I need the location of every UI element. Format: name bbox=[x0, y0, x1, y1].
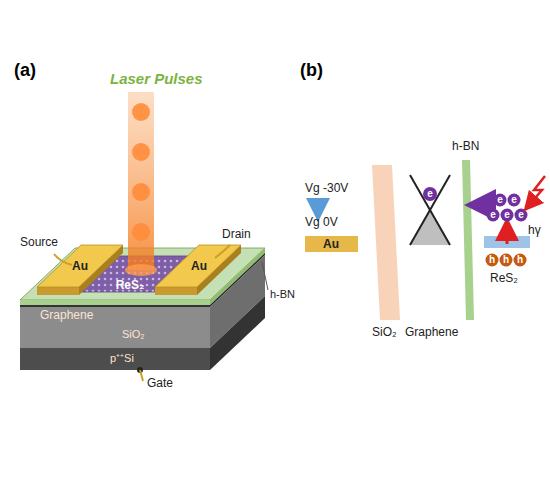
au-pad-front bbox=[37, 287, 79, 295]
laser-beam bbox=[128, 92, 154, 270]
source-wire bbox=[54, 254, 72, 265]
voltage-label: Vg -30V bbox=[305, 182, 348, 196]
carrier-label: e bbox=[511, 195, 517, 205]
carrier-label: e bbox=[497, 195, 503, 205]
laser-pulse bbox=[132, 143, 150, 161]
layer-label: SiO₂ bbox=[372, 326, 397, 340]
voltage-label: Vg 0V bbox=[305, 216, 338, 230]
electrode-label: Au bbox=[72, 260, 88, 272]
si-side bbox=[210, 296, 265, 370]
si-layer bbox=[20, 348, 210, 370]
terminal-label: Gate bbox=[147, 377, 173, 391]
terminal-label: Source bbox=[20, 236, 58, 250]
material-label: ReS₂ bbox=[490, 272, 518, 286]
gate-wire bbox=[140, 370, 143, 381]
laser-pulse bbox=[132, 183, 150, 201]
layer-label: h-BN bbox=[452, 140, 479, 154]
beam-label: Laser Pulses bbox=[110, 70, 203, 87]
sio2-layer bbox=[20, 307, 210, 348]
hole bbox=[486, 254, 499, 267]
graphene-filled-cone bbox=[410, 210, 450, 245]
carrier-label: h bbox=[503, 255, 509, 265]
photon-label: hγ bbox=[528, 224, 541, 238]
electron bbox=[508, 194, 521, 207]
photon-symbol bbox=[530, 176, 545, 204]
terminal-label: Drain bbox=[222, 228, 251, 242]
carrier-label: e bbox=[490, 210, 496, 220]
panel-label: (b) bbox=[300, 60, 323, 81]
hbn-front bbox=[20, 300, 210, 305]
hole bbox=[514, 254, 527, 267]
drain-wire bbox=[215, 245, 230, 258]
electrode-label: Au bbox=[323, 238, 339, 250]
panel-label: (a) bbox=[14, 60, 36, 81]
electrode-label: Au bbox=[191, 260, 207, 272]
leader-line bbox=[262, 262, 268, 290]
au-pad-top bbox=[37, 245, 123, 287]
carrier-label: e bbox=[504, 210, 510, 220]
carrier-label: h bbox=[517, 255, 523, 265]
laser-pulse bbox=[132, 223, 150, 241]
electron bbox=[501, 209, 514, 222]
au-pad-top bbox=[155, 245, 241, 287]
dirac-cone bbox=[410, 175, 450, 245]
transfer-arrow bbox=[480, 203, 494, 207]
material-label: ReS₂ bbox=[116, 279, 145, 291]
layer-label: SiO₂ bbox=[122, 328, 145, 341]
layer-label: Graphene bbox=[405, 326, 458, 340]
graphene-layer bbox=[20, 305, 210, 307]
sio2-barrier bbox=[372, 165, 400, 320]
layer-label: p⁺⁺Si bbox=[110, 352, 134, 365]
electron bbox=[494, 194, 507, 207]
gate-shift-arrow bbox=[317, 198, 320, 210]
electron bbox=[423, 187, 437, 201]
laser-spot bbox=[125, 264, 157, 276]
layer-label: Graphene bbox=[40, 309, 93, 323]
au-electrode bbox=[305, 236, 358, 252]
excitation-arrow bbox=[506, 229, 509, 244]
carrier-label: e bbox=[427, 189, 433, 199]
electron bbox=[487, 209, 500, 222]
hbn-barrier bbox=[462, 160, 474, 320]
hole bbox=[500, 254, 513, 267]
layer-label: h-BN bbox=[270, 288, 295, 301]
laser-pulse bbox=[132, 103, 150, 121]
carrier-label: h bbox=[489, 255, 495, 265]
dirac-cone bbox=[410, 175, 450, 245]
carrier-label: e bbox=[518, 210, 524, 220]
au-pad-front bbox=[155, 287, 197, 295]
electron bbox=[515, 209, 528, 222]
